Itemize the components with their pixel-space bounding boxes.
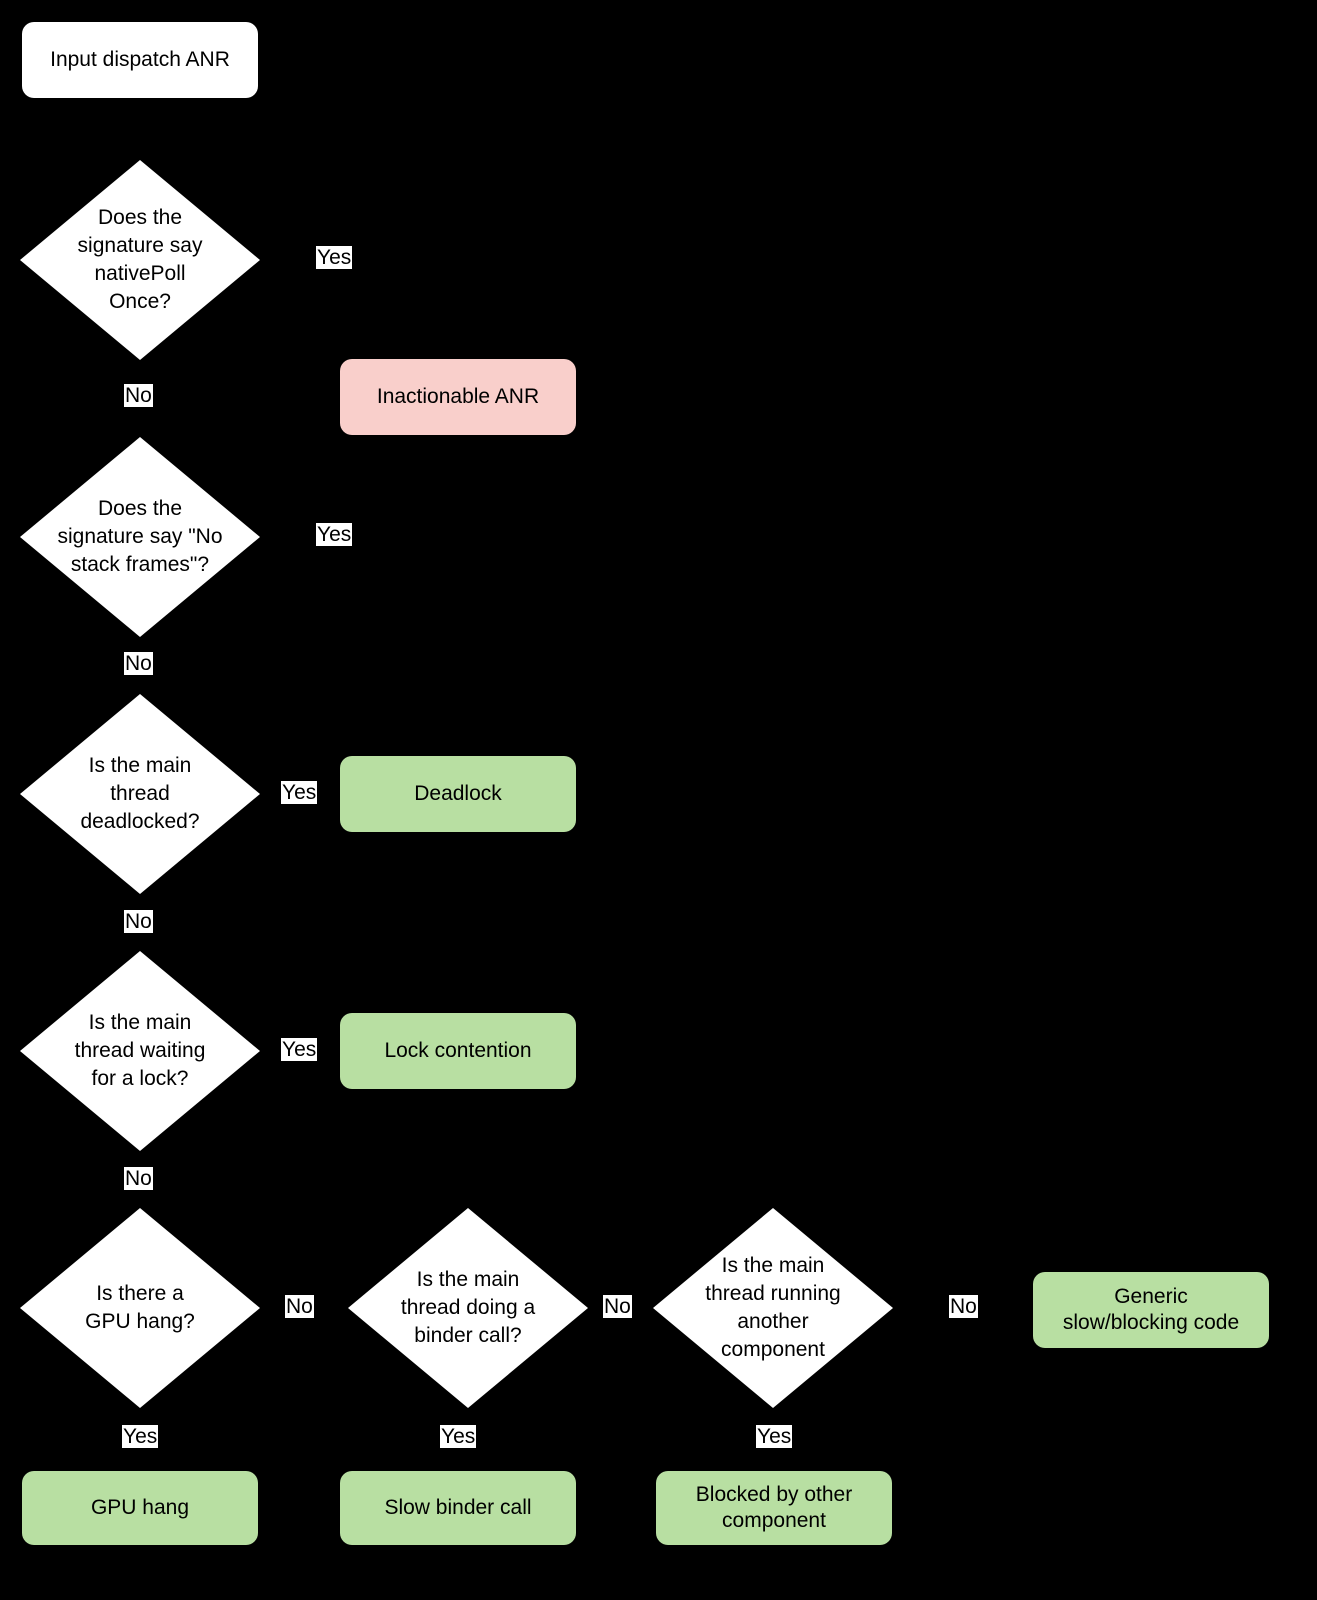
node-start[interactable]: Input dispatch ANR [22, 22, 258, 98]
edge-label-binder-yes: Yes [440, 1425, 477, 1449]
connector-gpu-yes [139, 1435, 141, 1473]
node-outcome-gpu-hang-label: GPU hang [90, 1496, 190, 1520]
edge-label-gpu-no: No [285, 1295, 314, 1319]
connector-deadlocked-no [139, 908, 141, 965]
node-question-running-another-component[interactable]: Is the main thread running another compo… [653, 1208, 893, 1408]
node-question-waiting-for-lock[interactable]: Is the main thread waiting for a lock? [20, 951, 260, 1151]
node-outcome-slow-binder-call[interactable]: Slow binder call [340, 1471, 576, 1545]
node-question-gpu-hang-label: Is there a GPU hang? [85, 1282, 195, 1333]
node-outcome-blocked-by-other-component[interactable]: Blocked by other component [656, 1471, 892, 1545]
connector-nativepoll-yes-down [457, 259, 459, 359]
connector-nostackframes-no [139, 645, 141, 708]
edge-label-nostackframes-yes: Yes [316, 523, 353, 547]
edge-label-deadlocked-no: No [124, 910, 153, 934]
edge-label-gpu-yes: Yes [122, 1425, 159, 1449]
node-question-binder-call-label: Is the main thread doing a binder call? [400, 1268, 536, 1347]
node-outcome-generic-slow-blocking-code-label: Generic slow/blocking code [1062, 1285, 1240, 1334]
edge-label-nativepoll-no: No [124, 384, 153, 408]
edge-label-lock-no: No [124, 1167, 153, 1191]
node-question-main-thread-deadlocked[interactable]: Is the main thread deadlocked? [20, 694, 260, 894]
edge-label-nostackframes-no: No [124, 652, 153, 676]
edge-label-nativepoll-yes: Yes [316, 246, 353, 270]
node-outcome-gpu-hang[interactable]: GPU hang [22, 1471, 258, 1545]
node-outcome-blocked-by-other-component-label: Blocked by other component [695, 1483, 853, 1532]
node-outcome-lock-contention-label: Lock contention [384, 1039, 532, 1063]
edge-label-lock-yes: Yes [281, 1038, 318, 1062]
edge-label-component-yes: Yes [756, 1425, 793, 1449]
node-outcome-slow-binder-call-label: Slow binder call [384, 1496, 532, 1520]
node-question-gpu-hang[interactable]: Is there a GPU hang? [20, 1208, 260, 1408]
node-outcome-deadlock[interactable]: Deadlock [340, 756, 576, 832]
node-outcome-generic-slow-blocking-code[interactable]: Generic slow/blocking code [1033, 1272, 1269, 1348]
node-outcome-deadlock-label: Deadlock [414, 782, 502, 806]
node-question-binder-call[interactable]: Is the main thread doing a binder call? [348, 1208, 588, 1408]
connector-nostackframes-yes [262, 536, 458, 538]
connector-component-yes [772, 1435, 774, 1473]
connector-start-to-nativepoll [139, 98, 141, 160]
edge-label-binder-no: No [603, 1295, 632, 1319]
node-question-main-thread-deadlocked-label: Is the main thread deadlocked? [80, 754, 200, 833]
node-outcome-lock-contention[interactable]: Lock contention [340, 1013, 576, 1089]
node-start-label: Input dispatch ANR [50, 48, 230, 72]
connector-binder-yes [467, 1435, 469, 1473]
node-question-no-stack-frames[interactable]: Does the signature say "No stack frames"… [20, 437, 260, 637]
connector-lock-no [139, 1165, 141, 1235]
edge-label-component-no: No [949, 1295, 978, 1319]
edge-label-deadlocked-yes: Yes [281, 781, 318, 805]
node-question-native-poll-once-label: Does the signature say nativePoll Once? [77, 206, 203, 313]
connector-nativepoll-yes [262, 259, 458, 261]
node-question-native-poll-once[interactable]: Does the signature say nativePoll Once? [20, 160, 260, 360]
node-outcome-inactionable-anr-label: Inactionable ANR [376, 385, 540, 409]
node-question-no-stack-frames-label: Does the signature say "No stack frames"… [57, 497, 223, 576]
node-question-waiting-for-lock-label: Is the main thread waiting for a lock? [74, 1011, 206, 1090]
node-question-running-another-component-label: Is the main thread running another compo… [705, 1254, 841, 1361]
node-outcome-inactionable-anr[interactable]: Inactionable ANR [340, 359, 576, 435]
